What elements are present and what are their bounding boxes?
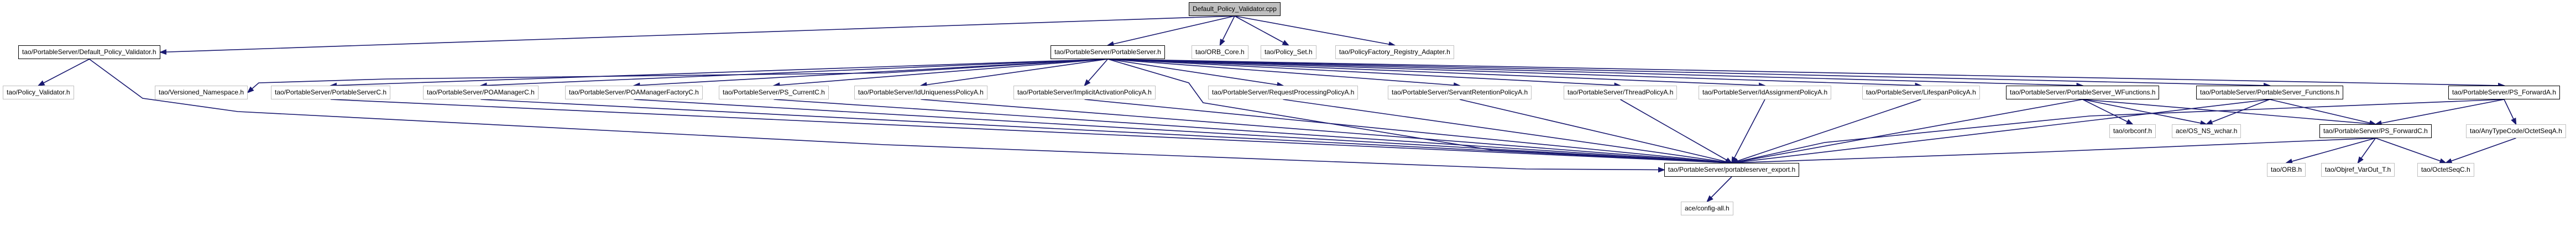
edge-ps_h-to-idassign bbox=[1107, 59, 1766, 88]
graph-node-idassign: tao/PortableServer/IdAssignmentPolicyA.h bbox=[1699, 86, 1832, 99]
edge-ps_h-to-wfunc bbox=[1107, 59, 2084, 88]
graph-node-pf_reg: tao/PolicyFactory_Registry_Adapter.h bbox=[1335, 45, 1454, 59]
graph-node-servret: tao/PortableServer/ServantRetentionPolic… bbox=[1388, 86, 1532, 99]
edge-thread-to-pse bbox=[1620, 99, 1733, 163]
edge-ps_h-to-pscur bbox=[772, 59, 1108, 88]
graph-node-policy_validator: tao/Policy_Validator.h bbox=[3, 86, 74, 99]
edge-poam-to-pse bbox=[480, 99, 1733, 166]
edge-wfunc-to-pse bbox=[1731, 99, 2083, 165]
edge-ps_h-to-psc bbox=[330, 59, 1108, 88]
edge-poamf-to-pse bbox=[634, 99, 1733, 166]
edge-idassign-to-pse bbox=[1731, 99, 1765, 164]
edge-pse-to-config bbox=[1706, 176, 1732, 203]
graph-node-octc: tao/OctetSeqC.h bbox=[2417, 163, 2474, 177]
edge-ps_h-to-reqproc bbox=[1107, 59, 1284, 88]
edge-wfunc-to-psfc bbox=[2082, 99, 2377, 127]
graph-node-reqproc: tao/PortableServer/RequestProcessingPoli… bbox=[1208, 86, 1358, 99]
graph-node-psc: tao/PortableServer/PortableServerC.h bbox=[271, 86, 391, 99]
edge-ps_h-to-implact bbox=[1084, 59, 1109, 87]
edge-cpp-to-policy_set bbox=[1234, 15, 1290, 46]
graph-node-pse[interactable]: tao/PortableServer/portableserver_export… bbox=[1664, 163, 1800, 177]
graph-node-objref: tao/Objref_VarOut_T.h bbox=[2321, 163, 2395, 177]
graph-node-psfa[interactable]: tao/PortableServer/PS_ForwardA.h bbox=[2448, 86, 2561, 99]
edge-ps_h-to-lifespan bbox=[1107, 59, 1922, 88]
edge-pscur-to-pse bbox=[774, 99, 1733, 166]
graph-node-iduniq: tao/PortableServer/IdUniquenessPolicyA.h bbox=[854, 86, 987, 99]
graph-node-octa: tao/AnyTypeCode/OctetSeqA.h bbox=[2466, 124, 2566, 138]
edge-cpp-to-orb_core bbox=[1219, 15, 1235, 46]
edge-psfc-to-pse bbox=[1731, 138, 2376, 166]
edge-psfa-to-psfc bbox=[2374, 99, 2505, 126]
edge-ps_h-to-poam bbox=[479, 59, 1108, 88]
graph-node-ps_h[interactable]: tao/PortableServer/PortableServer.h bbox=[1051, 45, 1165, 59]
graph-node-implact: tao/PortableServer/ImplicitActivationPol… bbox=[1013, 86, 1156, 99]
edge-implact-to-pse bbox=[1084, 99, 1733, 165]
graph-node-vns: tao/Versioned_Namespace.h bbox=[155, 86, 248, 99]
graph-node-thread: tao/PortableServer/ThreadPolicyA.h bbox=[1564, 86, 1678, 99]
graph-node-cpp: Default_Policy_Validator.cpp bbox=[1189, 2, 1281, 16]
edge-ps_h-to-iduniq bbox=[919, 59, 1108, 88]
edge-wfunc-to-wchar bbox=[2082, 99, 2208, 126]
edge-cpp-to-ps_h bbox=[1106, 15, 1235, 47]
graph-node-orb: tao/ORB.h bbox=[2267, 163, 2306, 177]
edge-dpv_h-to-pse bbox=[89, 59, 1665, 173]
graph-node-orbconf: tao/orbconf.h bbox=[2109, 124, 2156, 138]
edge-psfc-to-objref bbox=[2357, 138, 2376, 164]
edge-psfc-to-orb bbox=[2285, 138, 2376, 164]
graph-node-wfunc[interactable]: tao/PortableServer/PortableServer_WFunct… bbox=[2006, 86, 2160, 99]
edge-psfc-to-octc bbox=[2375, 138, 2447, 164]
edge-func-to-psfc bbox=[2269, 99, 2377, 126]
graph-node-policy_set: tao/Policy_Set.h bbox=[1261, 45, 1316, 59]
edge-ps_h-to-thread bbox=[1107, 59, 1622, 88]
edge-lifespan-to-pse bbox=[1731, 99, 1921, 164]
edge-wfunc-to-orbconf bbox=[2082, 99, 2134, 125]
edge-ps_h-to-func bbox=[1107, 59, 2271, 88]
edge-cpp-to-pf_reg bbox=[1234, 15, 1396, 47]
edge-ps_h-to-psfa bbox=[1107, 59, 2505, 88]
edge-reqproc-to-pse bbox=[1283, 99, 1733, 165]
graph-node-wchar: ace/OS_NS_wchar.h bbox=[2172, 124, 2241, 138]
edge-ps_h-to-servret bbox=[1107, 59, 1461, 88]
edge-psfa-to-octa bbox=[2504, 99, 2517, 125]
edge-psc-to-pse bbox=[330, 99, 1733, 166]
edge-dpv_h-to-policy_validator bbox=[37, 59, 90, 86]
graph-node-pscur: tao/PortableServer/PS_CurrentC.h bbox=[719, 86, 829, 99]
edge-ps_h-to-pse bbox=[1107, 59, 1733, 166]
graph-node-func[interactable]: tao/PortableServer/PortableServer_Functi… bbox=[2196, 86, 2344, 99]
graph-node-dpv_h[interactable]: tao/PortableServer/Default_Policy_Valida… bbox=[18, 45, 160, 59]
edge-servret-to-pse bbox=[1459, 99, 1733, 165]
edge-octa-to-octc bbox=[2444, 138, 2516, 164]
graph-node-psfc[interactable]: tao/PortableServer/PS_ForwardC.h bbox=[2319, 124, 2432, 138]
graph-node-orb_core: tao/ORB_Core.h bbox=[1192, 45, 1248, 59]
edge-ps_h-to-poamf bbox=[633, 59, 1108, 88]
edge-func-to-wchar bbox=[2205, 99, 2270, 125]
edge-iduniq-to-pse bbox=[921, 99, 1733, 166]
graph-node-lifespan: tao/PortableServer/LifespanPolicyA.h bbox=[1862, 86, 1980, 99]
graph-node-poam: tao/PortableServer/POAManagerC.h bbox=[423, 86, 539, 99]
graph-node-poamf: tao/PortableServer/POAManagerFactoryC.h bbox=[565, 86, 703, 99]
graph-node-config: ace/config-all.h bbox=[1681, 202, 1733, 215]
